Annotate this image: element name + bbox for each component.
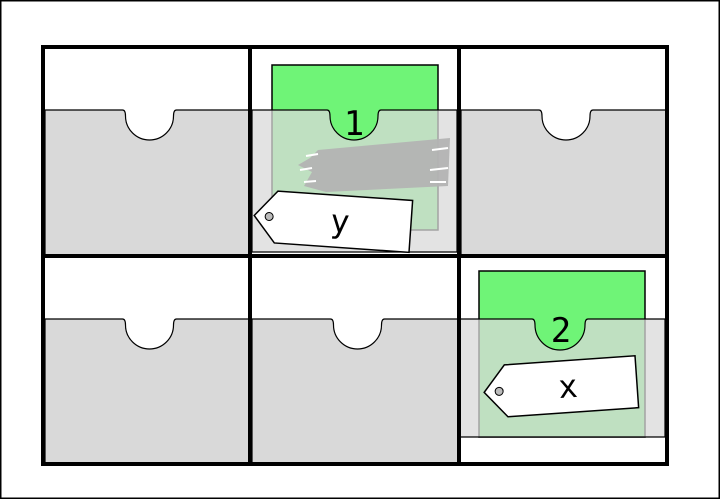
tag-x: x bbox=[483, 354, 640, 418]
grid-frame bbox=[41, 45, 669, 466]
empty-pocket-r0-c2 bbox=[460, 109, 668, 257]
scribble-streaks bbox=[299, 147, 449, 183]
tag-label-y: y bbox=[329, 202, 351, 241]
empty-pocket-r0-c0 bbox=[44, 109, 251, 257]
slot-top-middle: 1 y bbox=[251, 64, 458, 254]
tag-y: y bbox=[253, 190, 414, 254]
pocket-layer bbox=[44, 109, 668, 465]
card-number-2: 2 bbox=[551, 311, 571, 351]
tag-label-x: x bbox=[557, 367, 579, 406]
empty-pocket-r1-c1 bbox=[251, 318, 460, 465]
slot-bottom-right: 2 x bbox=[459, 270, 666, 438]
card-number-1: 1 bbox=[344, 104, 364, 144]
tag-hole-y bbox=[264, 212, 274, 222]
empty-pocket-r1-c0 bbox=[44, 318, 251, 465]
scribble-mark bbox=[298, 138, 450, 192]
tag-hole-x bbox=[494, 386, 504, 396]
